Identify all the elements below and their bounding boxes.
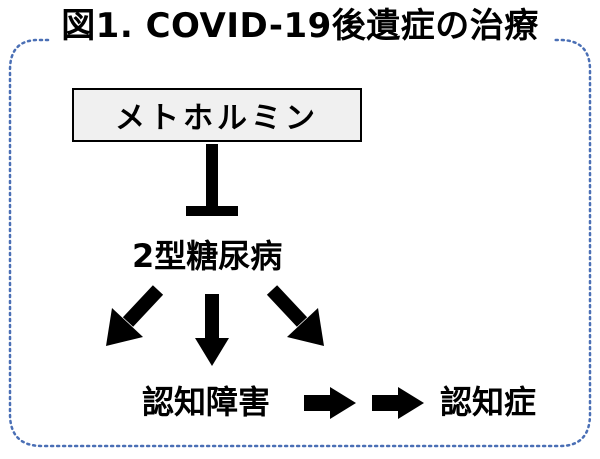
arrow-down-right — [266, 285, 324, 346]
drug-box: メトホルミン — [72, 88, 362, 142]
arrow-down — [195, 294, 229, 366]
dotted-frame — [8, 38, 592, 448]
arrow-right-1 — [304, 387, 356, 419]
arrow-down-left — [106, 285, 164, 346]
diabetes-label: 2型糖尿病 — [132, 237, 283, 275]
dementia-label: 認知症 — [440, 383, 537, 421]
arrow-right-2 — [372, 387, 424, 419]
cognitive-impairment-label: 認知障害 — [142, 383, 271, 421]
drug-label: メトホルミン — [115, 101, 319, 136]
figure-title: 図1. COVID-19後遺症の治療 — [61, 6, 539, 46]
